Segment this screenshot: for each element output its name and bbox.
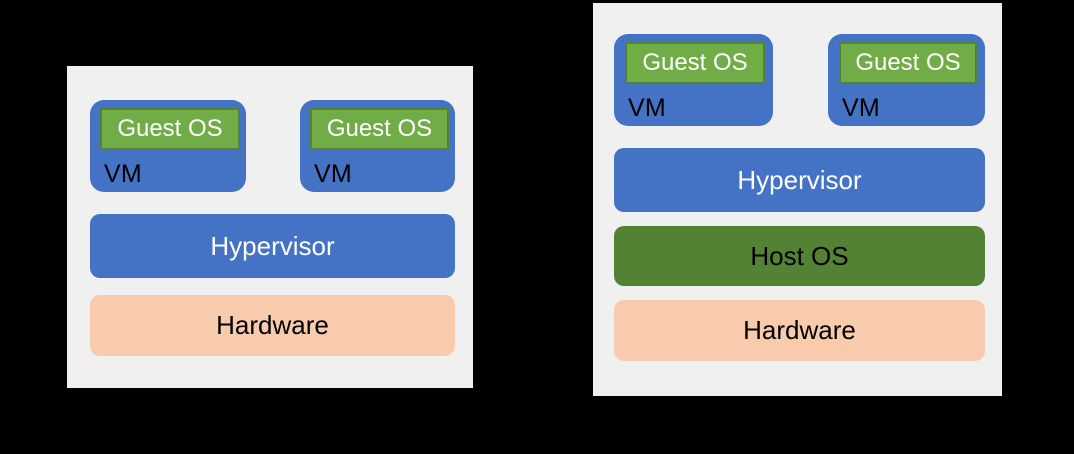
type1-vm-box-2: Guest OS VM <box>300 100 455 192</box>
type1-hypervisor-bar: Hypervisor <box>90 214 455 278</box>
type2-guest-os-box-1: Guest OS <box>625 42 765 84</box>
type1-guest-os-box-2: Guest OS <box>310 108 449 150</box>
type2-hypervisor-bar: Hypervisor <box>614 148 985 212</box>
type1-vm-label-1: VM <box>104 160 142 188</box>
type2-vm-box-2: Guest OS VM <box>828 34 985 126</box>
type2-hardware-bar: Hardware <box>614 300 985 361</box>
type2-host-os-bar: Host OS <box>614 226 985 286</box>
type2-guest-os-box-2: Guest OS <box>839 42 977 84</box>
type1-vm-label-2: VM <box>314 160 352 188</box>
type1-guest-os-box-1: Guest OS <box>100 108 240 150</box>
type2-vm-label-1: VM <box>628 94 666 122</box>
type1-vm-box-1: Guest OS VM <box>90 100 246 192</box>
type1-hardware-bar: Hardware <box>90 295 455 356</box>
type2-vm-box-1: Guest OS VM <box>614 34 773 126</box>
type2-vm-label-2: VM <box>842 94 880 122</box>
